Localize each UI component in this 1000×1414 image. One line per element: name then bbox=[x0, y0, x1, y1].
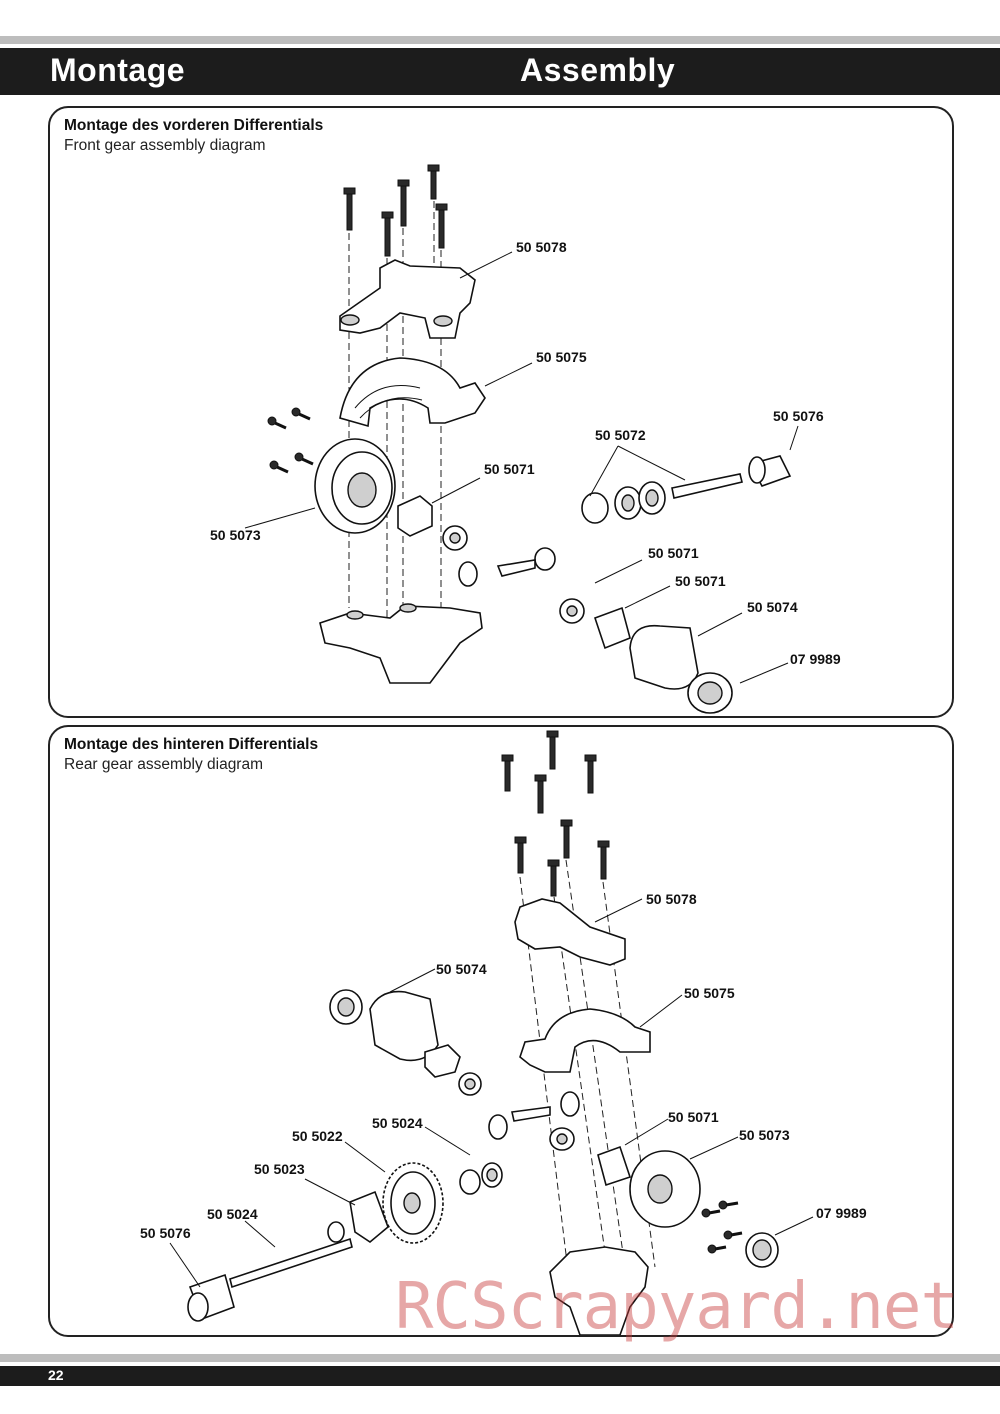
screw bbox=[723, 1230, 743, 1240]
screw bbox=[718, 1200, 739, 1210]
top-rule bbox=[0, 36, 1000, 44]
screw bbox=[397, 179, 410, 227]
screw bbox=[294, 452, 314, 466]
rear-panel-title: Montage des hinteren Differentials bbox=[64, 736, 319, 753]
bottom-rule bbox=[0, 1354, 1000, 1362]
front-panel-subtitle: Front gear assembly diagram bbox=[64, 137, 266, 154]
screw bbox=[435, 203, 448, 249]
screw bbox=[584, 754, 597, 794]
page-footer bbox=[0, 1366, 1000, 1386]
front-panel-title: Montage des vorderen Differentials bbox=[64, 117, 324, 134]
lower-housing-part bbox=[549, 1246, 649, 1335]
rear-exploded-diagram: 50 5078 50 5074 50 5075 50 5024 50 5022 … bbox=[140, 730, 867, 1335]
front-exploded-diagram: 50 5078 50 5075 50 5076 50 5072 50 5071 … bbox=[210, 164, 841, 714]
part-number-label: 50 5074 bbox=[436, 961, 487, 977]
gear-housing-part bbox=[519, 1008, 651, 1073]
screw bbox=[501, 754, 514, 792]
diff-case-part bbox=[629, 624, 699, 690]
part-number-label: 50 5078 bbox=[646, 891, 697, 907]
screw bbox=[707, 1244, 727, 1254]
screw bbox=[560, 819, 573, 859]
screw bbox=[597, 840, 610, 880]
part-number-label: 50 5078 bbox=[516, 239, 567, 255]
gear-housing-part bbox=[339, 357, 486, 428]
screw bbox=[269, 460, 289, 474]
screw bbox=[427, 164, 440, 200]
screw bbox=[547, 859, 560, 897]
part-number-label: 50 5022 bbox=[292, 1128, 343, 1144]
rear-diagram-panel: Montage des hinteren Differentials Rear … bbox=[48, 725, 954, 1337]
front-diagram-panel: Montage des vorderen Differentials Front… bbox=[48, 106, 954, 718]
diff-case-part bbox=[369, 990, 439, 1062]
screw bbox=[291, 407, 311, 421]
part-number-label: 50 5071 bbox=[668, 1109, 719, 1125]
screw bbox=[534, 774, 547, 814]
watermark: RCScrapyard.net bbox=[395, 1270, 959, 1344]
page-header: Montage Assembly bbox=[0, 48, 1000, 95]
part-number-label: 50 5024 bbox=[207, 1206, 258, 1222]
part-number-label: 50 5075 bbox=[536, 349, 587, 365]
part-number-label: 50 5072 bbox=[595, 427, 646, 443]
part-number-label: 07 9989 bbox=[790, 651, 841, 667]
screw bbox=[546, 730, 559, 770]
screw bbox=[701, 1208, 721, 1218]
rear-panel-subtitle: Rear gear assembly diagram bbox=[64, 756, 264, 773]
part-number-label: 50 5073 bbox=[210, 527, 261, 543]
part-number-label: 50 5076 bbox=[773, 408, 824, 424]
header-title-en: Assembly bbox=[520, 52, 676, 88]
part-number-label: 50 5075 bbox=[684, 985, 735, 1001]
part-number-label: 07 9989 bbox=[816, 1205, 867, 1221]
screw bbox=[514, 836, 527, 874]
part-number-label: 50 5071 bbox=[648, 545, 699, 561]
screw bbox=[267, 416, 287, 430]
top-cover-part bbox=[514, 898, 626, 966]
part-number-label: 50 5071 bbox=[675, 573, 726, 589]
page-number: 22 bbox=[48, 1367, 64, 1383]
top-cover-part bbox=[339, 259, 476, 339]
part-number-label: 50 5074 bbox=[747, 599, 798, 615]
part-number-label: 50 5076 bbox=[140, 1225, 191, 1241]
part-number-label: 50 5071 bbox=[484, 461, 535, 477]
screw bbox=[343, 187, 356, 231]
screw bbox=[381, 211, 394, 257]
header-title-de: Montage bbox=[50, 52, 186, 88]
part-number-label: 50 5073 bbox=[739, 1127, 790, 1143]
part-number-label: 50 5024 bbox=[372, 1115, 423, 1131]
lower-housing-part bbox=[319, 605, 483, 684]
part-number-label: 50 5023 bbox=[254, 1161, 305, 1177]
